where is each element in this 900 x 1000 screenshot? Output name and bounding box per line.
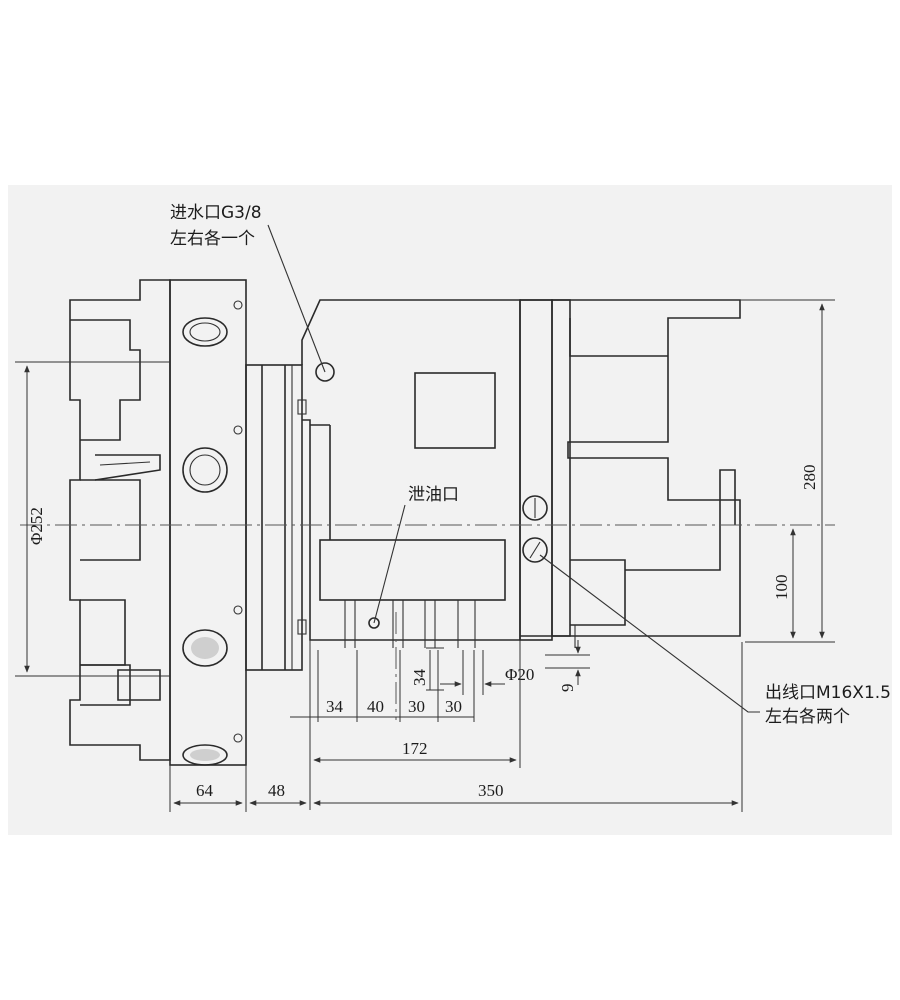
dim-w172: 172: [309, 640, 521, 810]
leader-water-inlet: [267, 224, 326, 373]
right-housing: [519, 299, 741, 648]
drain-port: [368, 617, 380, 629]
dim-w350-text: 350: [478, 781, 504, 800]
dim-d252-text: Φ252: [27, 507, 46, 545]
scan-background: [8, 185, 892, 835]
dim-h100: 100: [772, 528, 796, 639]
water-inlet-label: 进水口G3/8: [170, 203, 262, 223]
dim-d252: Φ252: [15, 361, 170, 677]
cable-outlet-label: 出线口M16X1.5: [765, 683, 891, 703]
dim-w30b-text: 30: [445, 697, 462, 716]
left-connector-assembly: [69, 279, 171, 761]
drain-label: 泄油口: [408, 485, 459, 505]
dim-w34-text: 34: [326, 697, 344, 716]
dim-row-terminals: 34 40 30 30: [290, 650, 475, 722]
dim-w172-text: 172: [402, 739, 428, 758]
leader-drain: [373, 504, 406, 624]
cable-outlet-upper: [522, 495, 548, 521]
dim-w30a-text: 30: [408, 697, 425, 716]
dim-h100-text: 100: [772, 575, 791, 601]
dim-w48-text: 48: [268, 781, 285, 800]
water-inlet-port: [315, 362, 335, 382]
dim-h34-text: 34: [410, 669, 429, 687]
dim-w40-text: 40: [367, 697, 384, 716]
dim-h280-text: 280: [800, 465, 819, 491]
leader-cable: [539, 554, 760, 713]
cable-outlet-note: 左右各两个: [765, 707, 850, 727]
dim-h9: 9: [545, 640, 590, 692]
cable-outlet-lower: [522, 537, 548, 563]
dim-h34: 34: [410, 647, 444, 691]
flange-plate: [169, 279, 247, 766]
spindle-ring: [245, 364, 307, 671]
water-inlet-note: 左右各一个: [170, 229, 255, 249]
dim-bottom-row: 64 48 350: [169, 642, 743, 812]
dim-h280: 280: [740, 299, 835, 643]
dim-h9-text: 9: [558, 684, 577, 693]
dim-w64-text: 64: [196, 781, 214, 800]
